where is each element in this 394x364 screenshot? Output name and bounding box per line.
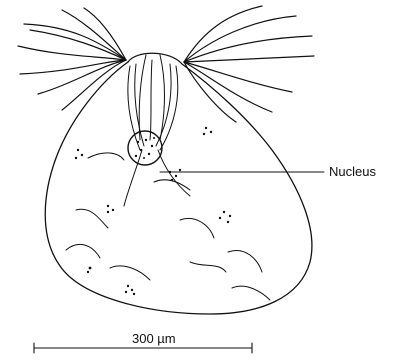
cell-neck — [128, 53, 182, 64]
scale-label: 300 µm — [132, 331, 176, 346]
nucleus — [128, 131, 162, 165]
granule-clusters — [75, 127, 231, 295]
right-flagella-tuft — [184, 6, 314, 122]
nucleus-label: Nucleus — [329, 164, 376, 179]
left-flagella-tuft — [18, 8, 126, 110]
cell-outline — [45, 62, 312, 314]
cell-neck-inner-left — [139, 55, 146, 140]
cytoplasm-squiggles — [66, 153, 270, 300]
nucleus-granules — [135, 137, 155, 159]
